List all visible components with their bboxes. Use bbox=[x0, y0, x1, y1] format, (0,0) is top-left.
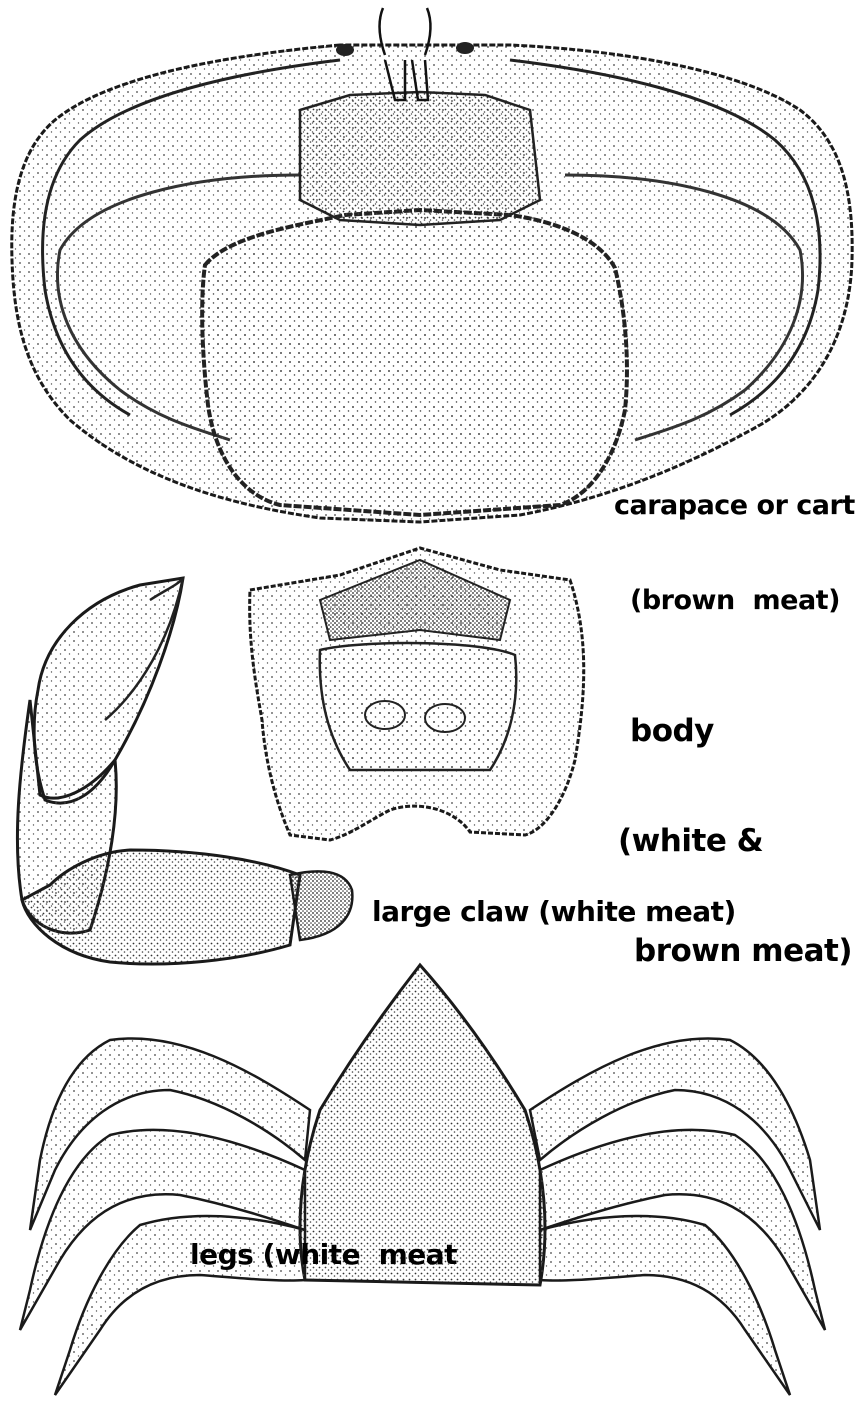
body-label-line2: (white & bbox=[618, 823, 852, 860]
body-label-line3: brown meat) bbox=[618, 933, 852, 970]
carapace-eye-left bbox=[336, 44, 354, 56]
body-label-line1: body bbox=[618, 713, 852, 750]
legs-right-3 bbox=[540, 1216, 790, 1395]
body-drawing bbox=[250, 548, 584, 840]
legs-central-body bbox=[300, 965, 545, 1285]
body-mid-plate bbox=[320, 643, 516, 770]
carapace-eye-right bbox=[456, 42, 474, 54]
carapace-centre-plate bbox=[202, 210, 627, 515]
carapace-mouthparts bbox=[300, 92, 540, 225]
claw-label: large claw (white meat) bbox=[372, 895, 736, 928]
carapace-label-line1: carapace or cart bbox=[614, 490, 855, 522]
body-label: body (white & brown meat) bbox=[618, 640, 852, 1042]
carapace-label-line2: (brown meat) bbox=[614, 585, 855, 617]
legs-label: legs (white meat bbox=[190, 1238, 457, 1271]
claw-joint bbox=[290, 871, 352, 940]
